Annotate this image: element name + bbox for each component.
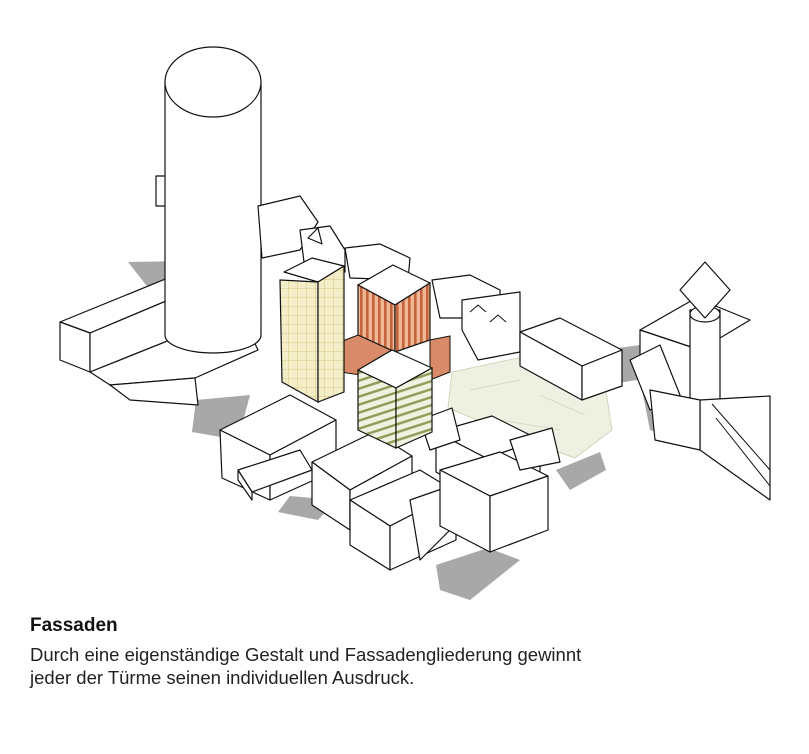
right-long-block [519,317,623,401]
caption-text-line-1: Durch eine eigenständige Gestalt und Fas… [30,644,582,665]
isometric-facade-diagram [59,46,771,600]
tower-cream-grid [279,257,345,404]
block-cluster-center [219,394,457,571]
caption-title: Fassaden [30,615,118,636]
caption: Fassaden Durch eine eigenständige Gestal… [30,614,790,689]
block-cluster-right [419,407,561,553]
caption-text-line-2: jeder der Türme seinen individuellen Aus… [30,667,415,688]
historic-row-back [257,195,521,361]
tower-green-banded [357,349,433,449]
cylinder-tower [155,46,262,354]
front-left-low-block [237,449,313,501]
church [629,261,771,501]
